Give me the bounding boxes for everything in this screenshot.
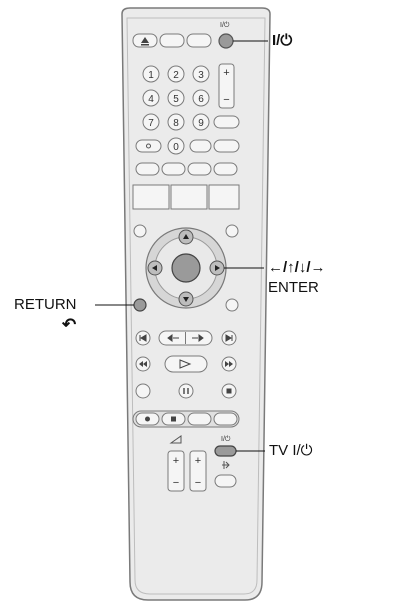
power-small-label: I/⏻ xyxy=(220,21,230,29)
top-button-2[interactable] xyxy=(159,33,185,48)
rocker-plus-label: + xyxy=(223,67,229,79)
right-arrow-icon xyxy=(215,265,220,271)
input-select-button[interactable] xyxy=(214,474,237,488)
play-icon xyxy=(179,359,192,369)
number-9-button[interactable] xyxy=(192,113,210,131)
number-8-button[interactable] xyxy=(167,113,185,131)
number-9-label: 9 xyxy=(198,118,204,129)
rect-button-3[interactable] xyxy=(208,184,240,210)
down-arrow-icon xyxy=(183,297,189,302)
number-4-label: 4 xyxy=(148,94,154,105)
tv-power-button[interactable] xyxy=(214,445,237,457)
rewind-icon xyxy=(139,361,147,367)
tv-power-small-label: I/⏻ xyxy=(221,435,231,443)
record-stop-icon xyxy=(171,416,176,422)
round-button-bottom-left[interactable] xyxy=(135,383,151,399)
pill-button-right-0a[interactable] xyxy=(189,139,212,153)
remote-inner-outline xyxy=(126,17,266,595)
power-button[interactable] xyxy=(218,33,234,49)
corner-button-top-left[interactable] xyxy=(133,224,147,238)
record-icon xyxy=(145,416,150,422)
nav-arrows-callout-label: ←/↑/↓/→ xyxy=(268,259,326,276)
number-0-label: 0 xyxy=(173,142,179,153)
volume-plus-label: + xyxy=(173,455,179,467)
rocker-minus-label: − xyxy=(223,94,229,106)
corner-button-bottom-right[interactable] xyxy=(225,298,239,312)
number-8-label: 8 xyxy=(173,118,179,129)
tv-power-callout-label: TV I/⏻ xyxy=(269,442,313,459)
rect-button-2[interactable] xyxy=(170,184,208,210)
eject-icon xyxy=(141,37,149,46)
pill-row-button-1[interactable] xyxy=(135,162,160,176)
pill-button-right-9[interactable] xyxy=(213,115,240,129)
number-5-button[interactable] xyxy=(167,89,185,107)
record-row-button-4[interactable] xyxy=(213,412,238,426)
enter-button[interactable] xyxy=(171,253,201,283)
volume-icon xyxy=(169,435,182,444)
number-3-label: 3 xyxy=(198,70,204,81)
play-button[interactable] xyxy=(164,355,208,373)
up-arrow-icon xyxy=(183,234,189,239)
number-0-button[interactable] xyxy=(167,137,185,155)
dot-icon xyxy=(146,143,151,149)
channel-minus-label: − xyxy=(195,477,201,489)
number-1-label: 1 xyxy=(148,70,154,81)
left-arrow-icon xyxy=(152,265,157,271)
pill-row-button-2[interactable] xyxy=(161,162,186,176)
pill-row-button-4[interactable] xyxy=(213,162,238,176)
number-2-button[interactable] xyxy=(167,65,185,83)
plus-minus-rocker[interactable] xyxy=(218,63,235,109)
pill-button-left-0[interactable] xyxy=(135,139,162,153)
pill-button-right-0b[interactable] xyxy=(213,139,240,153)
channel-plus-label: + xyxy=(195,455,201,467)
record-row-button-3[interactable] xyxy=(187,412,212,426)
number-6-label: 6 xyxy=(198,94,204,105)
return-symbol-label: ↶ xyxy=(62,315,77,334)
next-icon xyxy=(225,334,233,342)
replay-icon xyxy=(167,334,179,342)
return-callout-label: RETURN xyxy=(14,296,77,313)
number-7-label: 7 xyxy=(148,118,154,129)
number-2-label: 2 xyxy=(173,70,179,81)
power-callout-label: I/⏻ xyxy=(272,32,293,49)
number-1-button[interactable] xyxy=(142,65,160,83)
stop-icon xyxy=(226,388,232,394)
number-7-button[interactable] xyxy=(142,113,160,131)
volume-minus-label: − xyxy=(173,477,179,489)
pause-button[interactable] xyxy=(178,383,194,399)
pause-icon xyxy=(183,388,189,394)
input-select-icon xyxy=(222,461,230,469)
corner-button-top-right[interactable] xyxy=(225,224,239,238)
prev-icon xyxy=(139,334,147,342)
number-4-button[interactable] xyxy=(142,89,160,107)
number-6-button[interactable] xyxy=(192,89,210,107)
fast-forward-icon xyxy=(225,361,233,367)
channel-rocker[interactable] xyxy=(189,450,207,492)
enter-callout-label: ENTER xyxy=(268,279,319,296)
return-button[interactable] xyxy=(133,298,147,312)
volume-rocker[interactable] xyxy=(167,450,185,492)
pill-row-button-3[interactable] xyxy=(187,162,212,176)
number-5-label: 5 xyxy=(173,94,179,105)
number-pad: 1 2 3 4 5 6 7 8 9 0 xyxy=(142,65,210,155)
record-row-panel xyxy=(132,410,240,428)
number-3-button[interactable] xyxy=(192,65,210,83)
top-button-3[interactable] xyxy=(186,33,212,48)
rect-button-1[interactable] xyxy=(132,184,170,210)
advance-icon xyxy=(192,334,204,342)
